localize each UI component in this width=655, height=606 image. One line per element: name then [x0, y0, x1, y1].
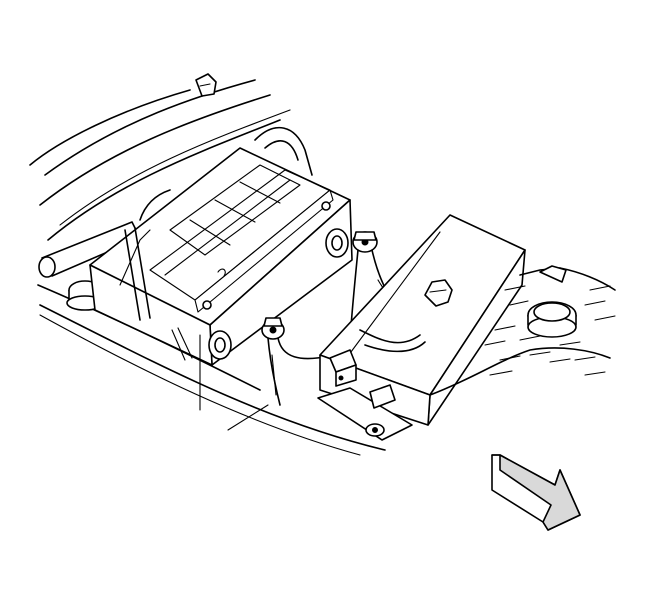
strut-tower [429, 265, 616, 396]
hold-down-strap [139, 126, 313, 221]
battery-terminal-left [171, 327, 232, 361]
mount-bracket [317, 384, 413, 441]
arrow-icon [491, 454, 581, 531]
battery-icon [89, 147, 353, 366]
negative-cable [261, 317, 346, 406]
coolant-hose [38, 221, 141, 278]
battery-terminal-right [325, 228, 349, 258]
leader-lines [199, 334, 269, 431]
hood-latch-icon [195, 73, 217, 97]
hood-edge [29, 79, 291, 241]
